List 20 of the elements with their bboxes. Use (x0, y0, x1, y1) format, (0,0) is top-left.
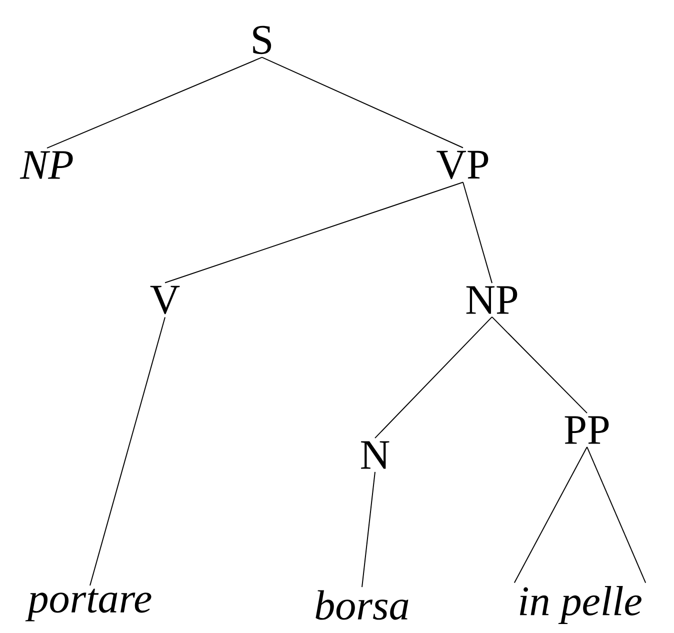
tree-branch (164, 182, 464, 284)
category-label: S (253, 26, 272, 54)
category-label: N (361, 441, 390, 469)
category-label: PP (564, 416, 609, 444)
category-label: NP (466, 286, 518, 314)
tree-branch (374, 316, 492, 439)
tree-branch (586, 446, 646, 584)
tree-branch (492, 316, 588, 414)
leaf-word: NP (20, 151, 73, 179)
tree-branch (262, 56, 464, 148)
leaf-word: borsa (316, 590, 408, 620)
tree-branch (462, 182, 492, 284)
leaf-word: in pelle (520, 586, 642, 624)
category-label: VP (436, 150, 488, 180)
tree-branch (514, 446, 588, 584)
tree-branch (362, 471, 376, 588)
tree-branch (90, 316, 166, 586)
tree-branch (46, 56, 262, 149)
leaf-word: portare (25, 588, 152, 622)
category-label: V (150, 286, 180, 314)
